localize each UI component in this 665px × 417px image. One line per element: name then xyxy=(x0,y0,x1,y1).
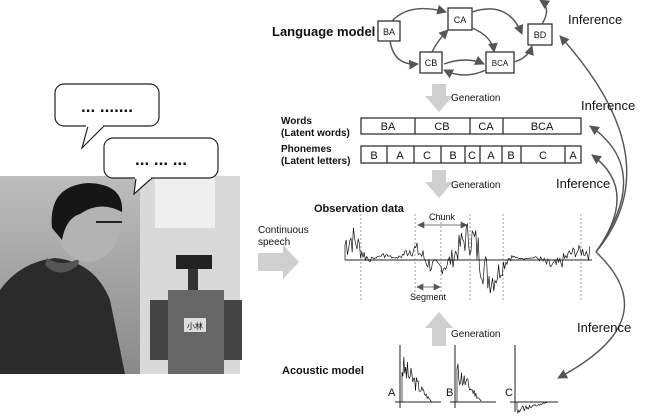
phonemes-sublabel: (Latent letters) xyxy=(281,156,350,167)
person-body xyxy=(0,258,125,374)
inference-label-2: Inference xyxy=(581,98,635,113)
word-2: CB xyxy=(434,121,449,133)
speech-waveform xyxy=(344,223,591,294)
segment-label: Segment xyxy=(410,292,447,302)
acoustic-model-plots: A B C xyxy=(388,345,558,415)
phoneme-8: C xyxy=(539,150,547,162)
speech-bubble-large: ... ....... xyxy=(54,83,160,151)
lm-node-cb-label: CB xyxy=(425,58,438,68)
lm-node-cb: CB xyxy=(419,51,443,74)
acoustic-label-a: A xyxy=(388,387,396,399)
generation-arrow-1: Generation xyxy=(425,84,500,112)
chunk-label: Chunk xyxy=(429,212,456,222)
arrow-bca-cb xyxy=(443,69,487,79)
word-3: CA xyxy=(478,121,494,133)
acoustic-plot-c: C xyxy=(505,345,558,415)
robot-badge-text: 小林 xyxy=(187,321,203,331)
inference-label-4: Inference xyxy=(577,320,631,335)
inference-arrow-phonemes xyxy=(591,154,618,253)
arrow-ca-bd xyxy=(471,8,524,35)
observation-title: Observation data xyxy=(314,203,405,215)
phoneme-4: B xyxy=(449,150,456,162)
words-label: Words xyxy=(281,116,312,127)
lm-node-bca-label: BCA xyxy=(492,59,509,68)
robot-badge xyxy=(184,318,206,332)
generation-arrow-2: Generation xyxy=(425,170,500,198)
phonemes-label: Phonemes xyxy=(281,144,332,155)
acoustic-model-title: Acoustic model xyxy=(282,365,364,377)
arrow-bd-out xyxy=(539,0,551,25)
arrow-cb-bca xyxy=(443,55,485,65)
continuous-speech-label: Continuous xyxy=(258,225,309,236)
bubble-small-text: ... ... ... xyxy=(135,150,187,169)
phoneme-2: A xyxy=(396,150,404,162)
lm-node-bd-label: BD xyxy=(534,30,547,40)
arrow-cb-ca xyxy=(431,29,449,53)
bubble-large-text: ... ....... xyxy=(81,97,133,116)
robot-neck xyxy=(188,269,198,291)
acoustic-label-b: B xyxy=(446,387,453,399)
words-sublabel: (Latent words) xyxy=(281,128,350,139)
robot-head xyxy=(176,255,212,269)
language-model-title: Language model xyxy=(272,24,375,39)
continuous-speech-label-2: speech xyxy=(258,237,290,248)
arrow-bca-bd xyxy=(513,45,534,63)
arrow-ba-ca xyxy=(391,4,447,22)
phonemes-row-frame xyxy=(360,145,582,164)
acoustic-label-c: C xyxy=(505,387,513,399)
phoneme-3: C xyxy=(423,150,431,162)
photo-window xyxy=(155,178,215,228)
generation-label-1: Generation xyxy=(451,93,500,104)
arrow-ba-cb xyxy=(389,40,419,70)
acoustic-plot-a: A xyxy=(388,345,441,408)
speech-bubble-small: ... ... ... xyxy=(103,137,219,196)
phonemes-row: B A C B C A B C A xyxy=(360,145,582,164)
inference-arrow-language xyxy=(559,35,628,253)
robot-left-arm xyxy=(150,300,168,360)
inference-arrow-acoustic xyxy=(557,251,625,379)
phoneme-9: A xyxy=(569,150,577,162)
inference-arrows: Inference Inference Inference Inference xyxy=(556,12,635,379)
robot: 小林 xyxy=(150,255,242,374)
inference-label-1: Inference xyxy=(568,12,622,27)
arrow-ca-bca xyxy=(471,27,498,53)
phoneme-6: A xyxy=(487,150,495,162)
lm-node-ca-label: CA xyxy=(454,15,467,25)
phoneme-7: B xyxy=(507,150,514,162)
generation-arrow-3: Generation xyxy=(425,312,500,346)
phoneme-5: C xyxy=(468,150,476,162)
words-row: BA CB CA BCA xyxy=(360,117,582,135)
lm-transitions xyxy=(389,0,551,79)
generation-label-3: Generation xyxy=(451,329,500,340)
continuous-speech-arrow xyxy=(258,245,299,279)
robot-right-arm xyxy=(224,300,242,360)
waveform-area: Chunk Segment xyxy=(344,212,592,302)
generation-label-2: Generation xyxy=(451,180,500,191)
lm-node-bd: BD xyxy=(527,23,553,46)
lm-node-ba: BA xyxy=(377,20,401,42)
person-hair xyxy=(51,183,123,240)
word-1: BA xyxy=(381,121,396,133)
word-4: BCA xyxy=(531,121,554,133)
phoneme-1: B xyxy=(370,150,377,162)
inference-label-3: Inference xyxy=(556,176,610,191)
lm-node-ca: CA xyxy=(447,7,473,31)
acoustic-plot-b: B xyxy=(446,345,496,408)
lm-node-bca: BCA xyxy=(485,51,515,74)
words-row-frame xyxy=(360,117,582,135)
photo-panel: 小林 xyxy=(0,176,242,374)
lm-node-ba-label: BA xyxy=(383,27,395,37)
person-collar xyxy=(45,258,80,273)
